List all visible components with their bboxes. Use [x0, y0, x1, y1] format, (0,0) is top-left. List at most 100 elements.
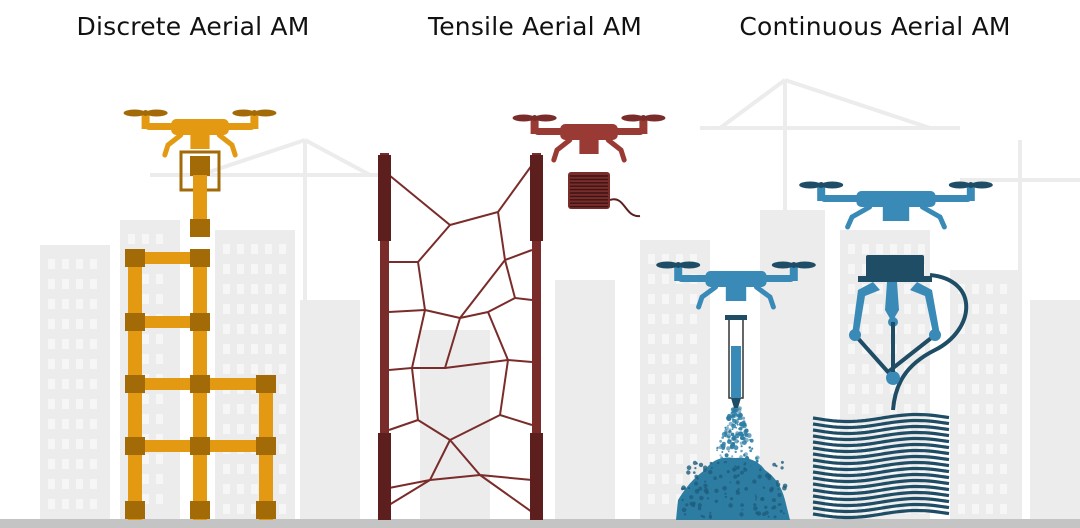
- window: [848, 364, 855, 374]
- window: [1000, 284, 1007, 294]
- window: [279, 384, 286, 394]
- window: [237, 244, 244, 254]
- window: [662, 454, 669, 464]
- window: [876, 384, 883, 394]
- window: [648, 254, 655, 264]
- window: [904, 504, 911, 514]
- crane-icon: [700, 78, 960, 520]
- window: [986, 484, 993, 494]
- window: [279, 344, 286, 354]
- window: [251, 284, 258, 294]
- lattice-node: [256, 501, 276, 519]
- window: [156, 294, 163, 304]
- window: [62, 279, 69, 289]
- window: [1000, 504, 1007, 514]
- window: [862, 244, 869, 254]
- carried-node: [190, 219, 210, 237]
- building-icon: [300, 300, 360, 520]
- window: [142, 434, 149, 444]
- window: [690, 314, 697, 324]
- window: [142, 474, 149, 484]
- post-clamp: [378, 433, 391, 520]
- window: [958, 344, 965, 354]
- window: [237, 344, 244, 354]
- window: [76, 339, 83, 349]
- drone-icon: [656, 261, 816, 310]
- window: [223, 424, 230, 434]
- window: [62, 319, 69, 329]
- window: [48, 419, 55, 429]
- window: [904, 344, 911, 354]
- window: [876, 404, 883, 414]
- window: [986, 324, 993, 334]
- window: [690, 334, 697, 344]
- window: [848, 504, 855, 514]
- window: [958, 464, 965, 474]
- window: [918, 304, 925, 314]
- window: [848, 384, 855, 394]
- window: [279, 284, 286, 294]
- window: [890, 384, 897, 394]
- continuous-panel: [656, 181, 993, 520]
- window: [265, 344, 272, 354]
- window: [223, 464, 230, 474]
- window: [76, 259, 83, 269]
- window: [890, 504, 897, 514]
- window: [156, 354, 163, 364]
- window: [918, 364, 925, 374]
- window: [237, 284, 244, 294]
- window: [662, 354, 669, 364]
- window: [156, 494, 163, 504]
- window: [48, 259, 55, 269]
- window: [76, 479, 83, 489]
- window: [972, 284, 979, 294]
- window: [1000, 444, 1007, 454]
- window: [876, 244, 883, 254]
- window: [90, 399, 97, 409]
- window: [662, 394, 669, 404]
- window: [890, 444, 897, 454]
- window: [48, 299, 55, 309]
- window: [237, 404, 244, 414]
- window: [76, 299, 83, 309]
- window: [265, 324, 272, 334]
- window: [986, 364, 993, 374]
- window: [62, 299, 69, 309]
- window: [918, 324, 925, 334]
- window: [265, 304, 272, 314]
- window: [904, 284, 911, 294]
- window: [690, 374, 697, 384]
- window: [48, 459, 55, 469]
- window: [648, 394, 655, 404]
- window: [904, 304, 911, 314]
- window: [972, 404, 979, 414]
- window: [76, 379, 83, 389]
- layered-print-structure: [812, 412, 950, 520]
- window: [265, 364, 272, 374]
- window: [1000, 344, 1007, 354]
- window: [251, 424, 258, 434]
- window: [1000, 464, 1007, 474]
- window: [676, 414, 683, 424]
- window: [48, 279, 55, 289]
- window: [972, 304, 979, 314]
- window: [279, 464, 286, 474]
- window: [90, 279, 97, 289]
- window: [676, 334, 683, 344]
- window: [676, 314, 683, 324]
- window: [676, 354, 683, 364]
- spool-icon: [568, 172, 641, 218]
- drone-icon: [123, 109, 277, 158]
- window: [142, 294, 149, 304]
- window: [676, 454, 683, 464]
- window: [690, 294, 697, 304]
- title-continuous-aerial-am: Continuous Aerial AM: [739, 12, 1011, 41]
- lattice-node: [125, 375, 145, 393]
- window: [848, 324, 855, 334]
- window: [156, 434, 163, 444]
- window: [142, 494, 149, 504]
- window: [142, 354, 149, 364]
- window: [48, 439, 55, 449]
- window: [156, 414, 163, 424]
- window: [156, 274, 163, 284]
